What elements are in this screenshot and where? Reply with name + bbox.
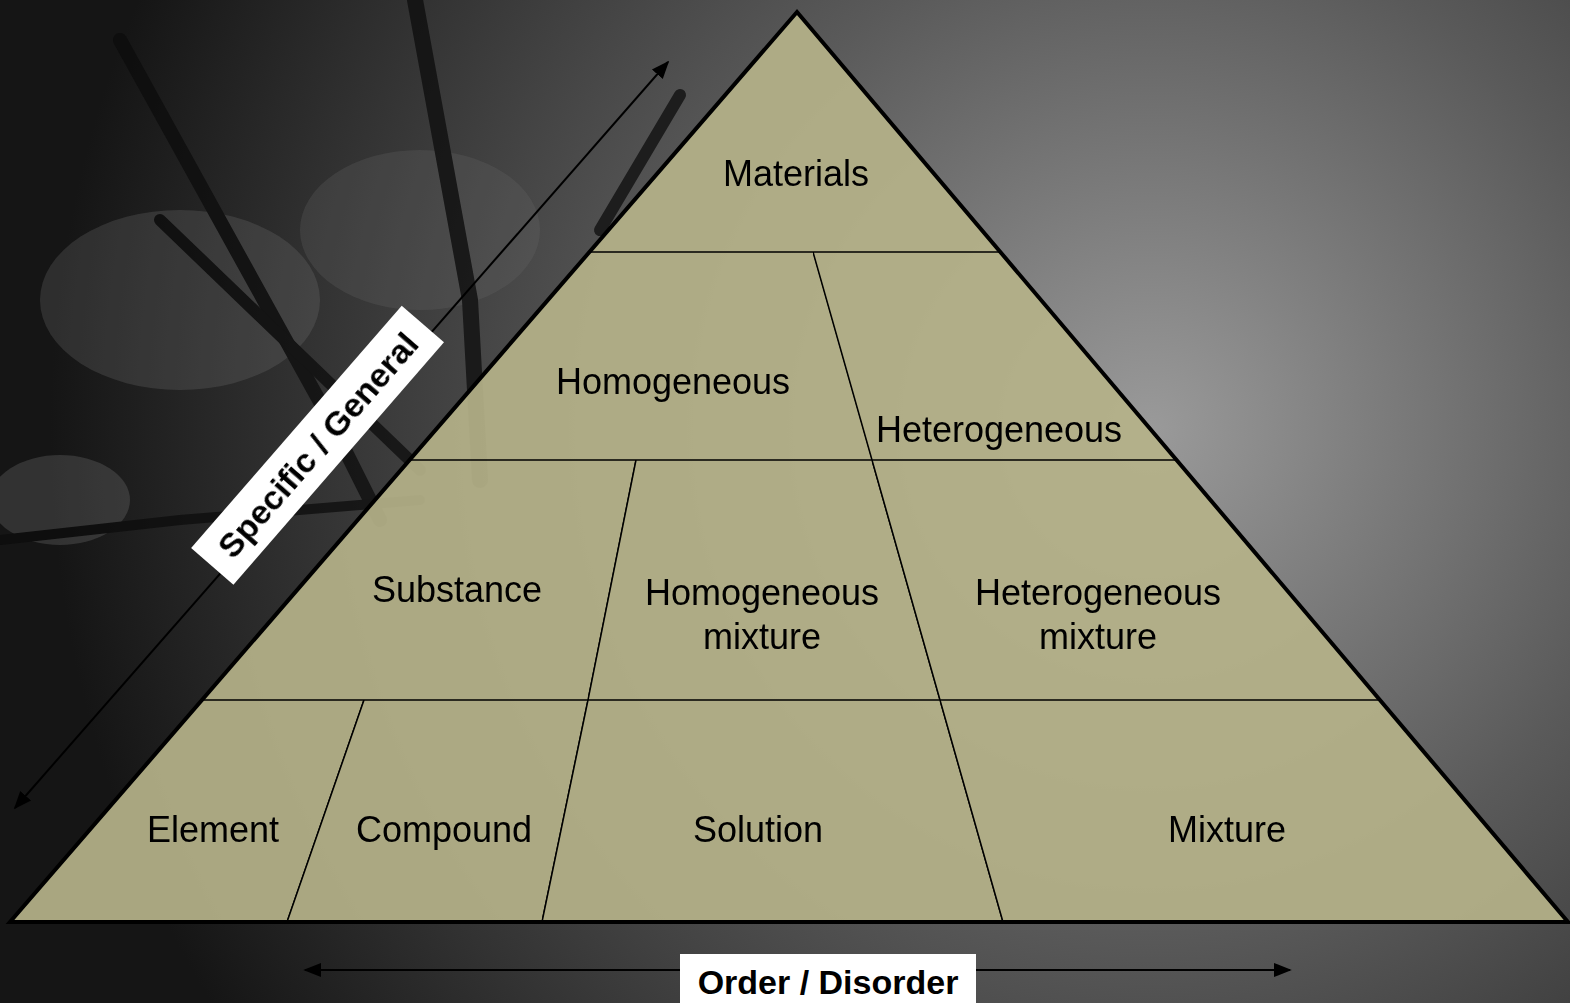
- text-anchor: Heterogeneous mixture: [953, 571, 1243, 659]
- section-shape: [589, 12, 1000, 252]
- text-anchor: Materials: [646, 152, 946, 196]
- section-label: Homogeneous: [523, 360, 823, 404]
- text-anchor: Element: [113, 808, 313, 852]
- section-label: Homogeneous mixture: [632, 571, 892, 659]
- pyramid-section: Mixture: [940, 700, 1568, 922]
- text-anchor: Mixture: [1077, 808, 1377, 852]
- pyramid-section: Solution: [542, 700, 1003, 922]
- pyramid-section: Materials: [589, 12, 1000, 252]
- section-label: Solution: [608, 808, 908, 852]
- section-fill: [589, 12, 1000, 252]
- text-anchor: Homogeneous mixture: [632, 571, 892, 659]
- axis-label: Order / Disorder: [680, 954, 977, 1003]
- pyramid-border: [10, 12, 1568, 922]
- section-fill: [940, 700, 1568, 922]
- section-label: Element: [113, 808, 313, 852]
- section-label: Heterogeneous: [849, 408, 1149, 452]
- pyramid-section: Compound: [287, 700, 588, 922]
- section-label: Mixture: [1077, 808, 1377, 852]
- section-fill: [410, 252, 872, 460]
- section-label: Materials: [646, 152, 946, 196]
- section-label: Heterogeneous mixture: [953, 571, 1243, 659]
- section-fill: [287, 700, 588, 922]
- text-anchor: Heterogeneous: [849, 408, 1149, 452]
- pyramid-section: Heterogeneous: [813, 252, 1177, 460]
- section-fill: [872, 460, 1380, 700]
- text-anchor: Solution: [608, 808, 908, 852]
- section-fill: [542, 700, 1003, 922]
- text-anchor: Compound: [324, 808, 564, 852]
- text-anchor: Homogeneous: [523, 360, 823, 404]
- section-label: Substance: [307, 568, 607, 612]
- section-fill: [813, 252, 1177, 460]
- section-shape: [410, 252, 872, 460]
- section-label: Compound: [324, 808, 564, 852]
- text-anchor: Substance: [307, 568, 607, 612]
- pyramid-section: Heterogeneous mixture: [872, 460, 1380, 700]
- pyramid-section: Homogeneous: [410, 252, 872, 460]
